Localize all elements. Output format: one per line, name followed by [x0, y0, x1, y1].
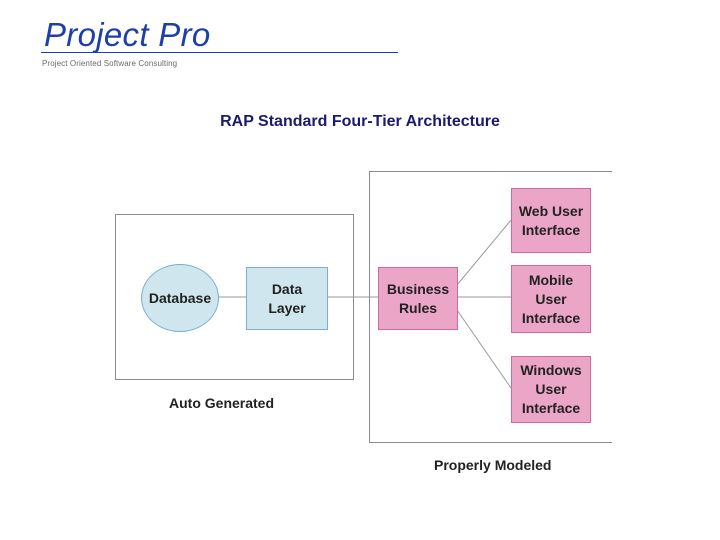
logo-title: Project Pro — [44, 16, 211, 53]
connector-business-web — [456, 219, 512, 286]
business-rules-node: Business Rules — [378, 267, 458, 330]
web-ui-label-line1: Web User — [518, 202, 584, 219]
data-layer-label-line1: Data — [271, 280, 303, 297]
data-layer-node: Data Layer — [246, 267, 328, 330]
slide-title: RAP Standard Four-Tier Architecture — [220, 113, 500, 130]
mobile-ui-label-line1: Mobile — [528, 271, 574, 288]
auto-generated-label: Auto Generated — [169, 395, 275, 411]
web-ui-node: Web User Interface — [511, 188, 591, 253]
connector-business-windows — [456, 309, 512, 389]
data-layer-label-line2: Layer — [268, 299, 306, 316]
windows-ui-label-line3: Interface — [521, 400, 581, 416]
mobile-ui-label-line2: User — [535, 290, 567, 307]
business-rules-label-line1: Business — [386, 280, 450, 297]
mobile-ui-label-line3: Interface — [521, 309, 581, 326]
logo-underline — [41, 52, 398, 53]
database-node: Database — [141, 264, 219, 332]
windows-ui-label-line2: User — [535, 381, 567, 397]
mobile-ui-node: Mobile User Interface — [511, 265, 591, 333]
windows-ui-label-line1: Windows — [520, 362, 582, 378]
business-rules-label-line2: Rules — [398, 299, 438, 316]
windows-ui-node: Windows User Interface — [511, 356, 591, 423]
properly-modeled-label: Properly Modeled — [434, 457, 552, 473]
logo-subtitle: Project Oriented Software Consulting — [42, 59, 178, 68]
web-ui-label-line2: Interface — [521, 221, 581, 238]
database-label: Database — [148, 290, 212, 306]
